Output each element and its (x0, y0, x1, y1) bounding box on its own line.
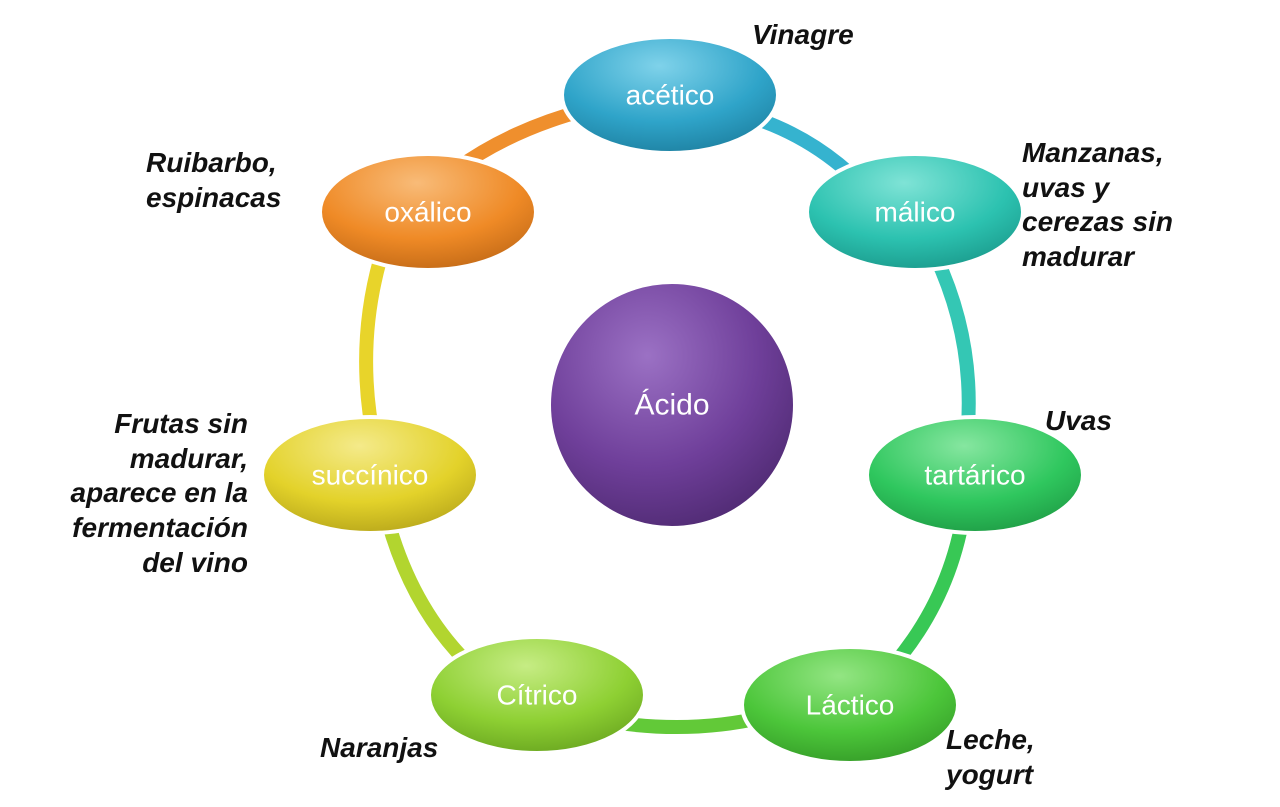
node-citrico-label: Cítrico (497, 680, 578, 711)
node-lactico: Láctico (740, 645, 960, 765)
node-tartarico-label: tartárico (924, 460, 1025, 491)
note-citrico: Naranjas (320, 732, 439, 763)
node-malico: málico (805, 152, 1025, 272)
node-citrico: Cítrico (427, 635, 647, 755)
node-succinico-label: succínico (312, 460, 429, 491)
node-lactico-ellipse (740, 645, 960, 765)
center-node: Ácido (547, 280, 797, 530)
node-oxalico-label: oxálico (384, 197, 471, 228)
note-malico: Manzanas, uvas y cerezas sin madurar (1022, 137, 1173, 273)
center-circle (547, 280, 797, 530)
note-tartarico: Uvas (1045, 405, 1112, 436)
node-succinico-ellipse (260, 415, 480, 535)
node-tartarico-ellipse (865, 415, 1085, 535)
node-oxalico-ellipse (318, 152, 538, 272)
node-citrico-ellipse (427, 635, 647, 755)
center-label: Ácido (634, 389, 709, 422)
connector-citrico-succinico (378, 503, 482, 677)
note-lactico: Leche, yogurt (946, 724, 1035, 790)
node-acetico-ellipse (560, 35, 780, 155)
note-acetico: Vinagre (752, 19, 854, 50)
node-lactico-label: Láctico (806, 690, 895, 721)
node-succinico: succínico (260, 415, 480, 535)
node-acetico-label: acético (626, 80, 715, 111)
node-tartarico: tartárico (865, 415, 1085, 535)
note-oxalico: Ruibarbo, espinacas (146, 147, 282, 213)
node-malico-ellipse (805, 152, 1025, 272)
node-oxalico: oxálico (318, 152, 538, 272)
node-acetico: acético (560, 35, 780, 155)
node-malico-label: málico (875, 197, 956, 228)
note-succinico: Frutas sin madurar, aparece en la fermen… (70, 408, 248, 578)
